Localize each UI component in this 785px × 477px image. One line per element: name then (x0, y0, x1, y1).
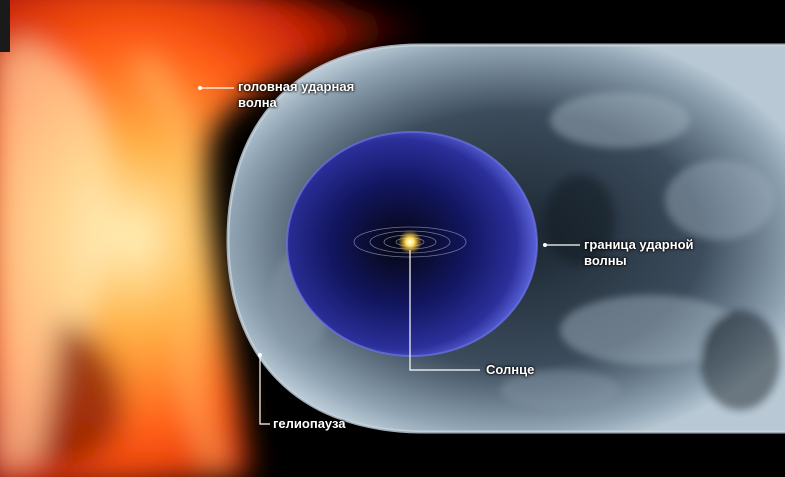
label-bow-shock-line2: волна (238, 95, 354, 111)
label-termination-shock-line1: граница ударной (584, 237, 694, 253)
label-termination-shock-line2: волны (584, 253, 694, 269)
label-bow-shock-line1: головная ударная (238, 79, 354, 95)
left-edge-mark (0, 0, 10, 52)
label-termination-shock: граница ударной волны (584, 237, 694, 269)
label-sun: Солнце (486, 362, 534, 378)
label-bow-shock: головная ударная волна (238, 79, 354, 111)
label-heliopause: гелиопауза (273, 416, 346, 432)
